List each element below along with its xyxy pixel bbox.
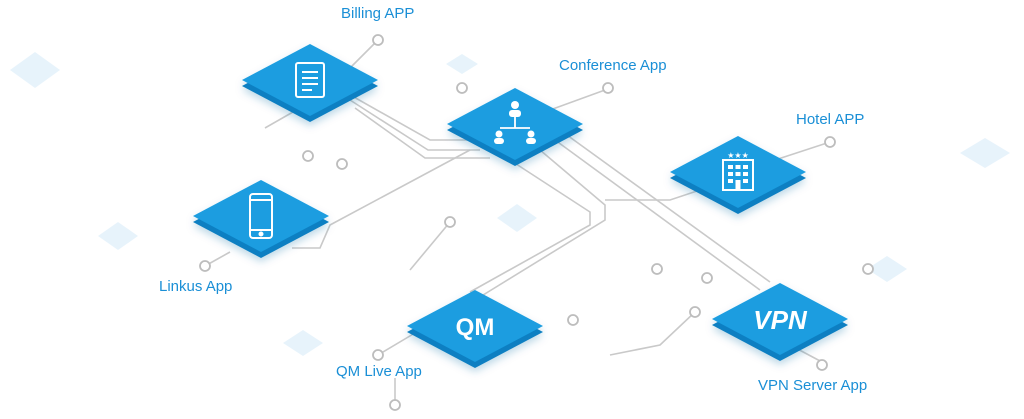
connector-end bbox=[444, 216, 456, 228]
connector-end bbox=[372, 34, 384, 46]
connector-nodes bbox=[199, 34, 874, 411]
connector-line bbox=[409, 221, 451, 271]
linkus-app-label: Linkus App bbox=[159, 278, 233, 295]
conference-app-label: Conference App bbox=[559, 57, 667, 74]
qm-icon: QM bbox=[456, 314, 495, 341]
connector-end bbox=[302, 150, 314, 162]
connector-line bbox=[474, 149, 606, 301]
connector-end bbox=[824, 136, 836, 148]
hotel-app-label: Hotel APP bbox=[796, 111, 865, 128]
connector-end bbox=[389, 399, 401, 411]
linkus-app-tile bbox=[193, 180, 329, 258]
connector-end bbox=[372, 349, 384, 361]
connector-end bbox=[199, 260, 211, 272]
connector-end bbox=[689, 306, 701, 318]
connector-line bbox=[292, 149, 471, 249]
connector-line bbox=[605, 189, 701, 201]
ghost-tile bbox=[867, 256, 907, 282]
billing-app-tile bbox=[242, 44, 378, 122]
connector-line bbox=[609, 311, 696, 356]
ghost-tile bbox=[10, 52, 60, 88]
connector-line bbox=[469, 159, 591, 293]
connector-line bbox=[349, 99, 480, 151]
connector-end bbox=[651, 263, 663, 275]
vpn-server-app-label: VPN Server App bbox=[758, 377, 868, 394]
connector-line bbox=[354, 107, 490, 159]
connector-line bbox=[559, 129, 771, 283]
connector-end bbox=[816, 359, 828, 371]
ghost-tile bbox=[283, 330, 323, 356]
connector-lines bbox=[204, 39, 831, 402]
qm-live-app-label: QM Live App bbox=[336, 363, 422, 380]
connector-end bbox=[567, 314, 579, 326]
ghost-tile bbox=[98, 222, 138, 250]
connector-end bbox=[602, 82, 614, 94]
connector-line bbox=[554, 139, 761, 291]
background-decor bbox=[10, 52, 1010, 356]
vpn-icon: VPN bbox=[753, 305, 808, 335]
connector-end bbox=[456, 82, 468, 94]
hotel-building-icon: ★★★ bbox=[722, 151, 754, 191]
billing-app-label: Billing APP bbox=[341, 5, 415, 22]
connector-line bbox=[549, 89, 606, 111]
ghost-tile bbox=[960, 138, 1010, 168]
connector-line bbox=[774, 141, 831, 161]
ghost-tile bbox=[497, 204, 537, 232]
svg-text:★★★: ★★★ bbox=[727, 151, 749, 160]
smartphone-icon bbox=[249, 193, 273, 239]
document-list-icon bbox=[295, 62, 325, 98]
connector-end bbox=[862, 263, 874, 275]
connector-line bbox=[344, 91, 470, 141]
connector-end bbox=[336, 158, 348, 170]
vpn-server-app-tile bbox=[712, 283, 848, 361]
connector-end bbox=[701, 272, 713, 284]
qm-live-app-tile bbox=[407, 290, 543, 368]
people-network-icon bbox=[494, 101, 536, 144]
ghost-tile bbox=[446, 54, 478, 74]
